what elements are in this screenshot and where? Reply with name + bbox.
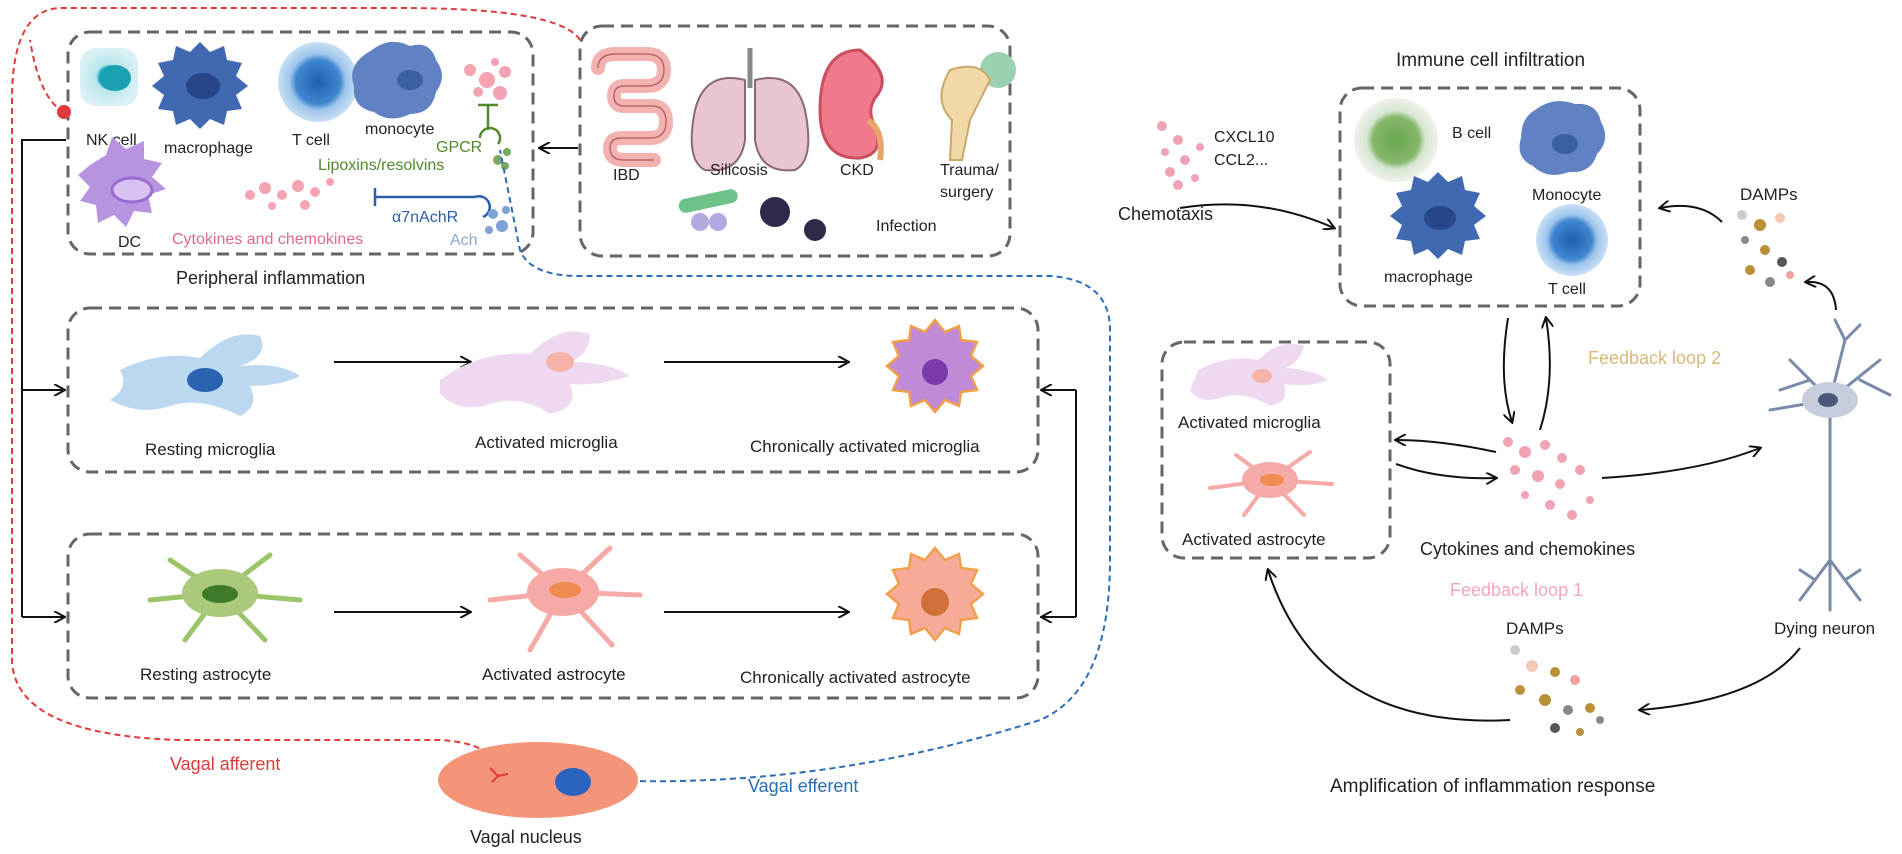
activated-glia-box bbox=[1160, 340, 1392, 560]
a7-receptor-icon bbox=[474, 195, 492, 219]
t-cell-label: T cell bbox=[292, 132, 330, 149]
feedback-loop-1-label: Feedback loop 1 bbox=[1450, 580, 1583, 600]
damps-bottom-label: DAMPs bbox=[1506, 619, 1564, 638]
activated-microglia-label: Activated microglia bbox=[475, 433, 618, 452]
chronic-microglia-label: Chronically activated microglia bbox=[750, 437, 980, 456]
resting-microglia-label: Resting microglia bbox=[145, 440, 276, 459]
vagal-nucleus-label: Vagal nucleus bbox=[470, 827, 582, 847]
chronic-astrocyte-label: Chronically activated astrocyte bbox=[740, 668, 971, 687]
immune-to-cytokine-arrow bbox=[1502, 317, 1512, 422]
lipoxins-label: Lipoxins/resolvins bbox=[318, 157, 444, 174]
activated-astrocyte-right-icon bbox=[1208, 450, 1334, 517]
vagal-nucleus-core bbox=[555, 768, 591, 796]
ckd-label: CKD bbox=[840, 162, 874, 179]
surgery-label: surgery bbox=[940, 184, 993, 201]
t-cell-right-label: T cell bbox=[1548, 281, 1586, 298]
t-cell-icon bbox=[278, 42, 358, 122]
vagal-afferent-label: Vagal afferent bbox=[170, 754, 280, 774]
virus-icon bbox=[678, 189, 826, 241]
cytokine-to-neuron-arrow bbox=[1601, 448, 1760, 479]
b-cell-icon bbox=[1354, 98, 1438, 182]
monocyte-right-icon bbox=[1519, 101, 1606, 175]
feedback-loop-2-label: Feedback loop 2 bbox=[1588, 348, 1721, 368]
cytokine-dots-right bbox=[1503, 437, 1594, 520]
cytokine-dots-mid bbox=[245, 178, 334, 210]
neuron-to-damps-bottom-arrow bbox=[1640, 647, 1801, 710]
monocyte-label: monocyte bbox=[365, 121, 434, 138]
neuron-to-damps-top-arrow bbox=[1806, 282, 1837, 311]
cytokine-dots-top bbox=[464, 58, 511, 100]
resting-astrocyte-icon bbox=[147, 552, 303, 643]
infection-label: Infection bbox=[876, 218, 936, 235]
macrophage-label: macrophage bbox=[164, 140, 253, 157]
chronic-astrocyte-icon bbox=[885, 546, 985, 642]
disease-box bbox=[578, 24, 1012, 258]
cytokines-right-label: Cytokines and chemokines bbox=[1420, 539, 1635, 559]
cxcl10-label: CXCL10 bbox=[1214, 129, 1275, 146]
cytokine-to-glia-arrow bbox=[1396, 440, 1497, 453]
trauma-label: Trauma/ bbox=[940, 162, 1000, 179]
ccl2-label: CCL2... bbox=[1214, 152, 1268, 169]
dc-label: DC bbox=[118, 234, 141, 251]
afferent-branch bbox=[29, 39, 65, 113]
glia-to-cytokine-arrow bbox=[1395, 463, 1496, 478]
gpcr-receptor-icon bbox=[478, 126, 502, 145]
dc-icon bbox=[78, 137, 166, 227]
ibd-label: IBD bbox=[613, 167, 640, 184]
immune-box bbox=[1338, 86, 1642, 308]
activated-astrocyte-right-label: Activated astrocyte bbox=[1182, 530, 1326, 549]
cytokine-to-immune-arrow bbox=[1539, 318, 1550, 431]
macrophage-right-label: macrophage bbox=[1384, 269, 1473, 286]
activated-microglia-icon bbox=[440, 331, 630, 414]
macrophage-icon bbox=[152, 42, 248, 129]
damps-top-dots bbox=[1737, 210, 1794, 287]
gpcr-label: GPCR bbox=[436, 139, 482, 156]
chemokine-dots bbox=[1157, 121, 1204, 190]
silicosis-label: Silicosis bbox=[710, 162, 768, 179]
damps-top-label: DAMPs bbox=[1740, 185, 1798, 204]
intestine-icon bbox=[591, 47, 674, 167]
damps-bottom-dots bbox=[1510, 645, 1604, 736]
macrophage-right-icon bbox=[1390, 172, 1486, 259]
amplification-label: Amplification of inflammation response bbox=[1330, 776, 1655, 797]
astrocyte-box bbox=[66, 532, 1040, 700]
cytokines-label: Cytokines and chemokines bbox=[172, 231, 363, 248]
lipoxin-dots bbox=[493, 148, 511, 170]
vagal-afferent-path bbox=[11, 7, 581, 761]
kidney-icon bbox=[818, 48, 884, 161]
trunk-line bbox=[21, 139, 66, 617]
t-cell-right-icon bbox=[1536, 204, 1608, 276]
nk-cell-icon bbox=[80, 48, 138, 106]
b-cell-label: B cell bbox=[1452, 125, 1491, 142]
vagal-efferent-path bbox=[499, 149, 1111, 783]
chemotaxis-arrow bbox=[1179, 203, 1334, 228]
vagal-efferent-label: Vagal efferent bbox=[748, 776, 858, 796]
monocyte-icon bbox=[352, 41, 442, 119]
ach-dots bbox=[485, 206, 510, 234]
immune-title: Immune cell infiltration bbox=[1396, 50, 1585, 71]
chronic-microglia-icon bbox=[885, 318, 985, 414]
damps-to-immune-arrow bbox=[1660, 206, 1723, 223]
activated-microglia-right-label: Activated microglia bbox=[1178, 413, 1321, 432]
a7nachr-label: α7nAchR bbox=[392, 209, 458, 226]
activated-astrocyte-icon bbox=[487, 545, 643, 653]
microglia-box bbox=[66, 306, 1040, 474]
peripheral-title: Peripheral inflammation bbox=[176, 268, 365, 288]
peripheral-inflammation-box bbox=[66, 30, 535, 256]
vagal-nucleus-icon bbox=[438, 742, 638, 818]
neuron-icon bbox=[1768, 318, 1892, 612]
damps-to-glia-arrow bbox=[1268, 570, 1511, 722]
chemotaxis-label: Chemotaxis bbox=[1118, 204, 1213, 224]
femur-icon bbox=[940, 52, 1016, 161]
lung-icon bbox=[690, 48, 810, 172]
activated-microglia-right-icon bbox=[1190, 343, 1328, 406]
activated-astrocyte-label: Activated astrocyte bbox=[482, 665, 626, 684]
resting-microglia-icon bbox=[110, 334, 300, 416]
ach-label: Ach bbox=[450, 232, 478, 249]
dying-neuron-label: Dying neuron bbox=[1774, 619, 1875, 638]
afferent-synapse-icon bbox=[489, 767, 509, 783]
monocyte-right-label: Monocyte bbox=[1532, 187, 1601, 204]
resting-astrocyte-label: Resting astrocyte bbox=[140, 665, 271, 684]
